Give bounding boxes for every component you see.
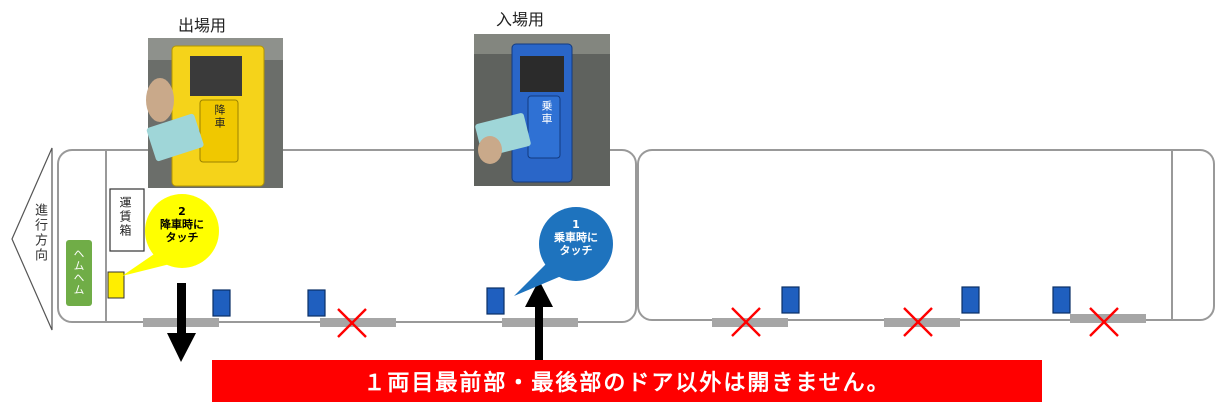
direction-label: 進行方向 — [32, 203, 47, 263]
exit-callout-number: 2 — [178, 205, 186, 218]
entry-callout-number: 1 — [572, 218, 580, 231]
fare-box-label: 運賃箱 — [118, 196, 132, 238]
entry-reader-photo — [474, 34, 610, 186]
closed-mark-4 — [1089, 307, 1119, 337]
exit-callout-bubble — [122, 194, 219, 276]
entry-callout-line2: タッチ — [559, 244, 593, 257]
fare-box — [109, 188, 145, 252]
door-reader-5 — [961, 286, 980, 314]
door-5 — [884, 318, 960, 327]
exit-callout-line1: 降車時に — [160, 218, 204, 231]
entry-reader-caption: 入場用 — [496, 10, 545, 29]
door-reader-2 — [307, 289, 326, 317]
exit-reader-panel-label: 降車 — [213, 104, 226, 130]
door-4 — [712, 318, 788, 327]
entry-callout-bubble — [514, 207, 613, 296]
door-reader-6 — [1052, 286, 1071, 314]
door-reader-1 — [212, 289, 231, 317]
exit-reader-photo — [146, 38, 283, 188]
entry-callout: 1 乗車時に タッチ — [540, 218, 612, 257]
direction-arrow — [11, 147, 53, 331]
entry-arrow — [525, 280, 553, 361]
validator-box — [66, 240, 92, 306]
car-2 — [637, 149, 1215, 321]
exit-callout-line2: タッチ — [165, 231, 199, 244]
closed-mark-1 — [337, 308, 367, 338]
notice-banner: １両目最前部・最後部のドア以外は開きません。 — [212, 360, 1042, 402]
door-2 — [320, 318, 396, 327]
closed-mark-2 — [731, 307, 761, 337]
exit-reader-small — [107, 271, 125, 299]
door-reader-3 — [486, 287, 505, 315]
door-reader-4 — [781, 286, 800, 314]
exit-arrow — [167, 283, 196, 362]
entry-callout-line1: 乗車時に — [554, 231, 598, 244]
exit-reader-caption: 出場用 — [178, 16, 227, 35]
validator-label: ヘムヘム — [72, 248, 85, 296]
exit-callout: 2 降車時に タッチ — [146, 205, 218, 244]
entry-reader-panel-label: 乗車 — [540, 100, 553, 126]
closed-mark-3 — [903, 307, 933, 337]
